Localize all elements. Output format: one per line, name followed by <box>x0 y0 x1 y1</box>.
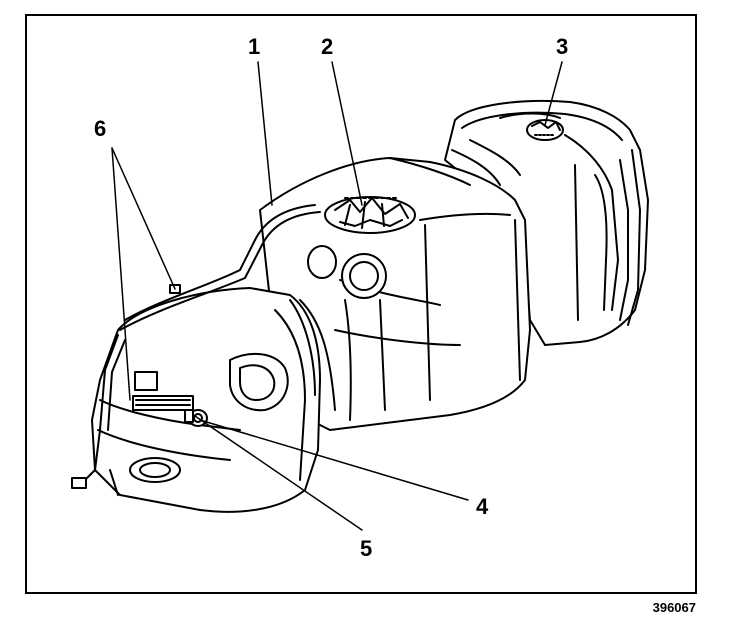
front-connectors <box>132 371 208 427</box>
main-tank-body <box>259 157 531 431</box>
filler-neck <box>307 245 387 299</box>
callout-2: 2 <box>321 34 334 59</box>
callout-3: 3 <box>556 34 569 59</box>
callout-4: 4 <box>476 494 489 519</box>
figure-id: 396067 <box>652 600 696 615</box>
front-tank-section <box>91 287 321 513</box>
leader-line-1 <box>257 61 273 206</box>
leader-line-2 <box>331 61 363 206</box>
leader-line-3 <box>544 61 563 126</box>
callout-5: 5 <box>360 536 373 561</box>
leader-line-4 <box>199 419 469 501</box>
leader-line-6a <box>111 147 176 290</box>
leader-lines <box>111 61 563 531</box>
rear-module <box>526 119 564 141</box>
leader-line-5 <box>194 415 363 531</box>
callout-6: 6 <box>94 116 107 141</box>
callout-1: 1 <box>248 34 261 59</box>
fuel-sender-module <box>324 196 416 234</box>
rear-tank-section <box>444 99 649 346</box>
leader-line-6b <box>111 147 131 401</box>
